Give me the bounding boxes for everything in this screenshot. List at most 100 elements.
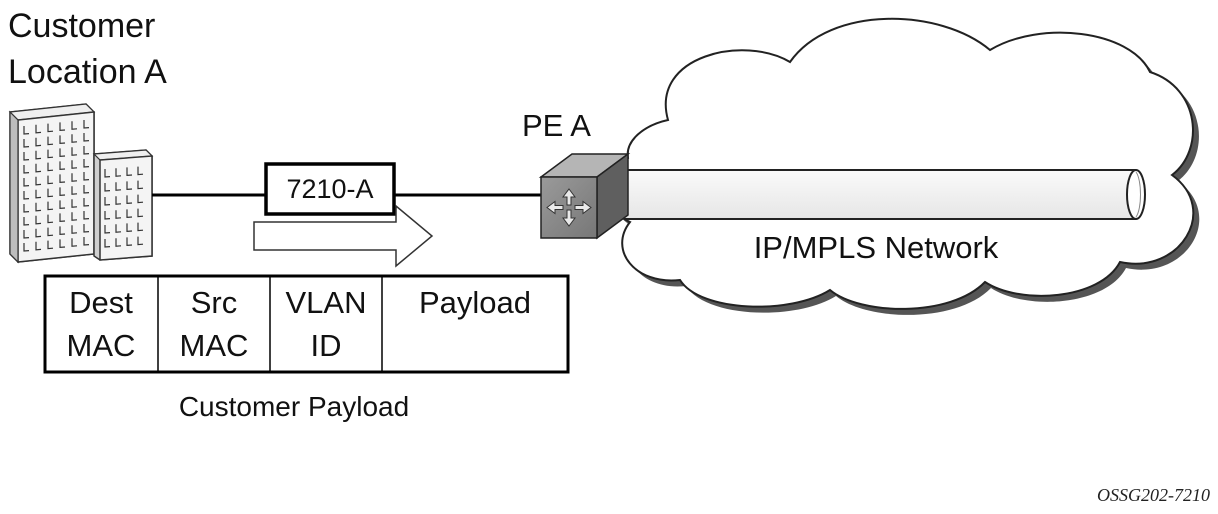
field-dest-mac-line2: MAC <box>67 328 136 363</box>
frame-header: Dest MAC Src MAC VLAN ID Payload <box>43 274 570 374</box>
building-window <box>47 201 54 211</box>
building-window <box>104 211 111 220</box>
building-window <box>71 225 78 234</box>
field-payload: Payload <box>419 285 531 320</box>
building-window <box>23 217 30 226</box>
pe-label: PE A <box>522 108 591 143</box>
field-vlan-id-line1: VLAN <box>286 285 367 320</box>
building-window <box>47 123 54 133</box>
building-window <box>71 212 78 221</box>
building-window <box>35 228 42 238</box>
building-window <box>35 137 42 147</box>
building-window <box>71 199 78 208</box>
building-window <box>83 172 90 181</box>
building-window <box>35 124 42 134</box>
building-window <box>104 169 111 178</box>
building-window <box>71 147 78 156</box>
network-label: IP/MPLS Network <box>754 230 999 265</box>
office-building-icon <box>8 103 154 264</box>
building-window <box>47 149 54 159</box>
building-window <box>83 133 90 142</box>
building-window <box>126 209 133 219</box>
building-window <box>23 126 30 135</box>
building-window <box>104 183 111 192</box>
building-window <box>23 152 30 161</box>
building-window <box>59 200 66 210</box>
building-window <box>59 239 66 249</box>
building-window <box>137 194 144 204</box>
building-window <box>104 197 111 206</box>
building-window <box>47 136 54 146</box>
building-window <box>59 122 66 132</box>
building-window <box>71 121 78 130</box>
building-window <box>35 241 42 251</box>
building-window <box>83 185 90 194</box>
building-window <box>115 224 122 233</box>
building-window <box>126 181 133 191</box>
building-window <box>71 186 78 195</box>
building-window <box>35 189 42 199</box>
field-vlan-id-line2: ID <box>311 328 342 363</box>
building-window <box>35 176 42 186</box>
field-src-mac-line2: MAC <box>180 328 249 363</box>
building-window <box>35 163 42 173</box>
building-window <box>35 150 42 160</box>
building-window <box>126 167 133 177</box>
building-window <box>59 148 66 158</box>
building-window <box>23 243 30 252</box>
building-window <box>59 213 66 223</box>
building-window <box>115 210 122 219</box>
building-window <box>71 238 78 247</box>
building-window <box>23 139 30 148</box>
building-window <box>47 188 54 198</box>
building-window <box>59 161 66 171</box>
building-window <box>126 237 133 247</box>
building-window <box>115 196 122 205</box>
field-dest-mac-line1: Dest <box>69 285 133 320</box>
building-window <box>104 225 111 234</box>
building-window <box>137 208 144 218</box>
building-window <box>23 165 30 174</box>
building-window <box>59 135 66 145</box>
building-window <box>126 223 133 233</box>
building-window <box>83 159 90 168</box>
building-window <box>126 195 133 205</box>
building-window <box>115 182 122 191</box>
building-window <box>115 238 122 247</box>
building-window <box>83 120 90 129</box>
building-window <box>71 173 78 182</box>
figure-id: OSSG202-7210 <box>1097 485 1210 505</box>
site-title-line1: Customer <box>8 7 155 45</box>
building-window <box>47 214 54 224</box>
building-window <box>83 198 90 207</box>
building-window <box>47 240 54 250</box>
building-window <box>83 237 90 246</box>
building-window <box>35 215 42 225</box>
building-window <box>71 160 78 169</box>
tunnel-pipe-icon <box>625 169 1146 220</box>
building-window <box>47 175 54 185</box>
building-window <box>83 224 90 233</box>
building-window <box>23 230 30 239</box>
router-cube-icon <box>538 152 631 240</box>
building-window <box>137 180 144 190</box>
building-window <box>115 168 122 177</box>
building-window <box>47 162 54 172</box>
building-window <box>59 187 66 197</box>
building-window <box>59 174 66 184</box>
building-window <box>83 146 90 155</box>
building-window <box>23 178 30 187</box>
building-window <box>59 226 66 236</box>
frame-caption: Customer Payload <box>179 391 409 422</box>
building-window <box>137 222 144 232</box>
building-window <box>23 204 30 213</box>
building-window <box>71 134 78 143</box>
building-window <box>104 239 111 248</box>
device-label: 7210-A <box>286 174 373 204</box>
building-window <box>137 236 144 246</box>
field-src-mac-line1: Src <box>191 285 238 320</box>
cloud-icon <box>604 17 1200 315</box>
building-window <box>83 211 90 220</box>
building-window <box>137 166 144 176</box>
